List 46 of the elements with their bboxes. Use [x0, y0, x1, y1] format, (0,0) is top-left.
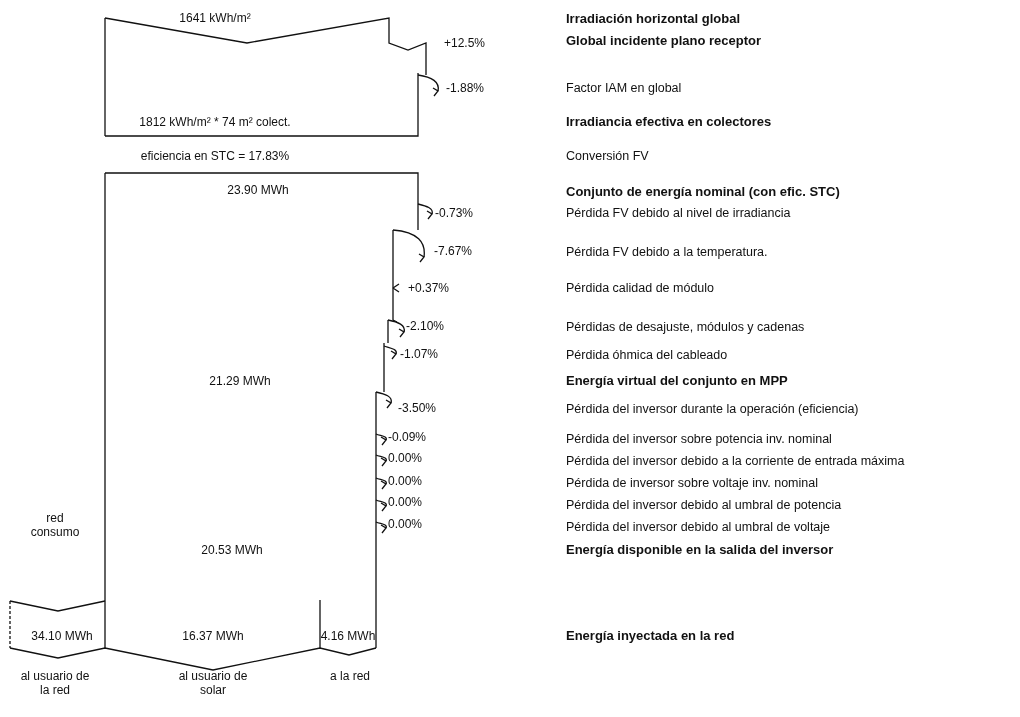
- stage-label: Energía virtual del conjunto en MPP: [566, 374, 788, 388]
- loss-percentage: -7.67%: [434, 244, 473, 258]
- loss-description: Pérdida FV debido al nivel de irradiancia: [566, 206, 791, 220]
- loss-description: Pérdida del inversor durante la operación (eficiencia): [566, 402, 859, 416]
- flow-label: al usuario de la red: [20, 669, 90, 697]
- energy-value: 20.53 MWh: [201, 543, 263, 557]
- stage-label: Irradiancia efectiva en colectores: [566, 115, 772, 129]
- loss-description: Pérdida óhmica del cableado: [566, 348, 728, 362]
- loss-description: Pérdida de inversor sobre voltaje inv. nominal: [566, 476, 818, 490]
- loss-percentage: -0.73%: [435, 206, 474, 220]
- loss-description: Pérdida del inversor sobre potencia inv. nominal: [566, 432, 832, 446]
- loss-description: Pérdida FV debido a la temperatura.: [566, 245, 768, 259]
- energy-value: eficiencia en STC = 17.83%: [140, 149, 290, 163]
- flow-label: red consumo: [30, 511, 80, 539]
- energy-value: 1641 kWh/m²: [179, 11, 251, 25]
- stage-label: Energía inyectada en la red: [566, 629, 735, 643]
- loss-description: Pérdida del inversor debido a la corriente de entrada máxima: [566, 454, 905, 468]
- flow-label: a la red: [330, 669, 370, 683]
- stage-label: Irradiación horizontal global: [566, 12, 741, 26]
- stage-label: Conjunto de energía nominal (con efic. STC): [566, 185, 840, 199]
- loss-description: Pérdida del inversor debido al umbral de voltaje: [566, 520, 831, 534]
- loss-percentage: -0.09%: [388, 430, 427, 444]
- energy-value: 34.10 MWh: [31, 629, 93, 643]
- loss-description: Pérdida calidad de módulo: [566, 281, 715, 295]
- loss-percentage: -1.07%: [400, 347, 439, 361]
- energy-value: 1812 kWh/m² * 74 m² colect.: [139, 115, 291, 129]
- loss-percentage: +12.5%: [444, 36, 486, 50]
- energy-value: 21.29 MWh: [209, 374, 271, 388]
- loss-percentage: 0.00%: [388, 495, 423, 509]
- loss-description: Pérdida del inversor debido al umbral de potencia: [566, 498, 842, 512]
- loss-description: Conversión FV: [566, 149, 649, 163]
- energy-value: 16.37 MWh: [182, 629, 244, 643]
- loss-percentage: 0.00%: [388, 517, 423, 531]
- loss-description: Factor IAM en global: [566, 81, 682, 95]
- loss-description: Pérdidas de desajuste, módulos y cadenas: [566, 320, 805, 334]
- loss-percentage: 0.00%: [388, 474, 423, 488]
- loss-percentage: 0.00%: [388, 451, 423, 465]
- loss-percentage: -3.50%: [398, 401, 437, 415]
- loss-percentage: -2.10%: [406, 319, 445, 333]
- stage-label: Global incidente plano receptor: [566, 34, 762, 48]
- energy-value: 23.90 MWh: [227, 183, 289, 197]
- stage-label: Energía disponible en la salida del inversor: [566, 543, 834, 557]
- loss-percentage: +0.37%: [408, 281, 450, 295]
- energy-value: 4.16 MWh: [320, 629, 376, 643]
- flow-label: al usuario de solar: [178, 669, 248, 697]
- loss-percentage: -1.88%: [446, 81, 485, 95]
